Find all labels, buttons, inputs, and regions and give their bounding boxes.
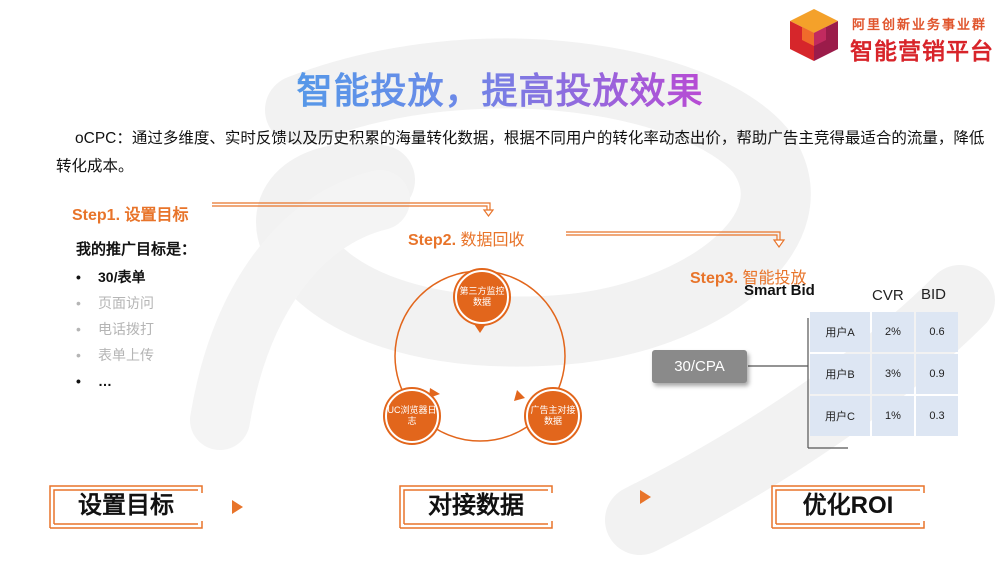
table-row: 用户A 2% 0.6 (810, 312, 958, 352)
node-advertiser-data: 广告主对接数据 (526, 389, 580, 443)
bid-cell: 0.6 (916, 312, 958, 352)
cycle-arrow-icon (514, 390, 525, 401)
cvr-cell: 3% (872, 354, 914, 394)
logo-title: 智能营销平台 (850, 38, 994, 64)
logo-subtitle: 阿里创新业务事业群 (852, 17, 988, 32)
bottom-box-set-goal: 设置目标 (78, 492, 174, 519)
cvr-cell: 1% (872, 396, 914, 436)
table-row: 用户B 3% 0.9 (810, 354, 958, 394)
goal-item[interactable]: •… (76, 373, 112, 389)
goal-list: •30/表单 •页面访问 •电话拨打 •表单上传 •… (76, 266, 154, 396)
arrow-right-icon (232, 500, 243, 514)
user-cell: 用户B (810, 354, 870, 394)
arrow-right-icon (640, 490, 651, 504)
bid-cell: 0.3 (916, 396, 958, 436)
smart-bid-title: Smart Bid (744, 282, 815, 299)
step2-title: Step2. 数据回收 (408, 232, 525, 249)
node-third-party-data: 第三方监控数据 (455, 270, 509, 324)
cycle-arrow-icon (429, 388, 440, 398)
bid-header: BID (921, 286, 947, 303)
user-cell: 用户A (810, 312, 870, 352)
intro-paragraph: oCPC：通过多维度、实时反馈以及历史积累的海量转化数据，根据不同用户的转化率动… (56, 130, 985, 175)
cvr-cell: 2% (872, 312, 914, 352)
bottom-box-optimize-roi: 优化ROI (802, 492, 894, 519)
cpa-input-box: 30/CPA (652, 350, 747, 383)
bid-table: 用户A 2% 0.6 用户B 3% 0.9 用户C 1% 0.3 (808, 310, 960, 438)
goal-item[interactable]: •表单上传 (76, 347, 154, 363)
goal-item[interactable]: •页面访问 (76, 295, 154, 311)
bid-cell: 0.9 (916, 354, 958, 394)
bottom-box-connect-data: 对接数据 (428, 492, 524, 519)
goal-heading: 我的推广目标是： (76, 241, 197, 258)
goal-item[interactable]: •30/表单 (76, 269, 146, 285)
goal-item[interactable]: •电话拨打 (76, 321, 154, 337)
cycle-arrow-icon (474, 324, 486, 333)
step1-title: Step1. 设置目标 (72, 207, 189, 224)
table-row: 用户C 1% 0.3 (810, 396, 958, 436)
brand-logo: 阿里创新业务事业群 智能营销平台 (786, 6, 994, 66)
step3-title: Step3. 智能投放 (690, 270, 807, 287)
node-uc-browser-log: UC浏览器日志 (385, 389, 439, 443)
cvr-header: CVR (872, 287, 904, 304)
cube-logo-icon (790, 9, 838, 61)
user-cell: 用户C (810, 396, 870, 436)
page-title: 智能投放，提高投放效果 (0, 62, 1000, 114)
